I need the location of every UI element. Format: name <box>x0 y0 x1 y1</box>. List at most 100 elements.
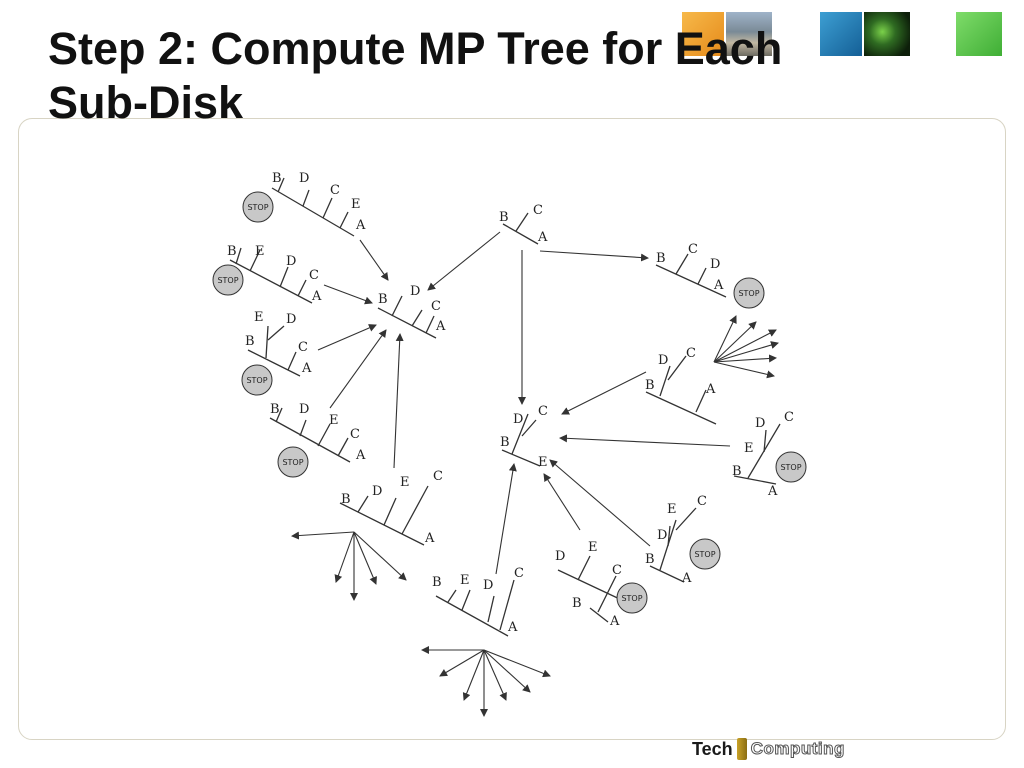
arrow <box>323 284 373 305</box>
footer-logo: Tech Computing <box>692 736 845 762</box>
tree-3-label: A <box>301 361 312 376</box>
arrow <box>427 231 501 291</box>
arrow <box>713 354 777 363</box>
tree-2-label: D <box>286 254 296 269</box>
tree-1-label: B <box>272 171 282 186</box>
arrow <box>539 250 649 262</box>
arrow <box>713 341 779 363</box>
tree-12-label: D <box>657 528 667 543</box>
tree-6-label: B <box>499 210 509 225</box>
tree-7 <box>655 253 727 298</box>
tree-9-label: B <box>500 435 510 450</box>
tree-7-label: B <box>656 251 666 266</box>
arrow <box>462 649 485 701</box>
tree-8 <box>339 485 429 546</box>
arrow <box>329 329 387 409</box>
tree-4-label: A <box>355 448 366 463</box>
tree-12-label: C <box>697 494 707 509</box>
tree-10-label: A <box>705 382 716 397</box>
tree-12-label: A <box>681 571 692 586</box>
tree-13-label: D <box>555 549 565 564</box>
slide-title-line-1: Step 2: Compute MP Tree for Each <box>48 23 783 74</box>
header-decoration-orange-tile <box>682 12 724 56</box>
connection-arrows <box>317 231 731 575</box>
tree-2-label: B <box>227 244 237 259</box>
arrow <box>483 649 531 693</box>
tree-6-label: A <box>537 230 548 245</box>
tree-9-label: D <box>513 412 523 427</box>
tree-3 <box>247 325 301 377</box>
tree-3-label: B <box>245 334 255 349</box>
tree-3-label: D <box>286 312 296 327</box>
tree-14-label: B <box>432 575 442 590</box>
stop-badge: STOP <box>616 582 648 614</box>
tree-10-label: B <box>645 378 655 393</box>
tree-1-labels: B D C E A <box>272 171 366 233</box>
svg-text:STOP: STOP <box>246 376 267 385</box>
arrow <box>291 531 355 540</box>
fan-arrows-right <box>713 315 779 379</box>
tree-7-label: C <box>688 242 698 257</box>
tree-7-label: D <box>710 257 720 272</box>
tree-11-label: E <box>744 441 754 456</box>
arrow <box>393 333 404 469</box>
header-decoration-photo-tile <box>726 12 772 56</box>
svg-text:STOP: STOP <box>738 289 759 298</box>
tree-11-labels: D C E B A <box>732 410 794 499</box>
tree-2-label: C <box>309 268 319 283</box>
tree-6-label: C <box>533 203 543 218</box>
stop-badge: STOP <box>212 264 244 296</box>
tree-13-label: C <box>612 563 622 578</box>
slide-title-line-2: Sub-Disk <box>48 77 244 128</box>
tree-11-label: A <box>767 484 778 499</box>
tree-12-labels: E C D B A <box>645 494 707 586</box>
tree-7-label: A <box>713 278 724 293</box>
content-frame <box>18 118 1006 740</box>
tree-1-label: A <box>355 218 366 233</box>
tree-4-label: C <box>350 427 360 442</box>
tree-8-label: C <box>433 469 443 484</box>
arrow <box>353 531 407 581</box>
arrow <box>561 371 647 415</box>
tree-4-labels: B D E C A <box>270 402 366 463</box>
tree-10-labels: D C B A <box>645 346 716 397</box>
tree-1-label: E <box>351 197 361 212</box>
arrow <box>543 473 581 531</box>
tree-9 <box>501 413 541 467</box>
svg-text:STOP: STOP <box>217 276 238 285</box>
tree-4-label: B <box>270 402 280 417</box>
svg-text:STOP: STOP <box>247 203 268 212</box>
tree-8-labels: B D E C A <box>341 469 443 546</box>
tree-10-label: D <box>658 353 668 368</box>
tree-5-labels: B D C A <box>378 284 446 334</box>
svg-text:STOP: STOP <box>621 594 642 603</box>
tree-9-labels: D C B E <box>500 404 548 470</box>
tree-13 <box>557 555 627 623</box>
tree-5-label: D <box>410 284 420 299</box>
svg-text:STOP: STOP <box>282 458 303 467</box>
tree-3-label: E <box>254 310 264 325</box>
tree-11-label: C <box>784 410 794 425</box>
header-decoration-blue-tile <box>820 12 862 56</box>
tree-5-label: A <box>435 319 446 334</box>
arrow <box>713 315 737 363</box>
tree-8-label: A <box>424 531 435 546</box>
tree-11 <box>733 423 781 485</box>
tree-13-labels: D E C B A <box>555 540 622 629</box>
tree-14-label: D <box>483 578 493 593</box>
tree-7-labels: B C D A <box>656 242 724 293</box>
footer-logo-bar-icon <box>736 738 747 760</box>
tree-6-labels: B C A <box>499 203 548 245</box>
fan-arrows-bottom <box>421 646 551 717</box>
tree-3-labels: E D B C A <box>245 310 312 376</box>
tree-5-label: C <box>431 299 441 314</box>
tree-14-label: E <box>460 573 470 588</box>
stop-badge: STOP <box>277 446 309 478</box>
tree-2 <box>229 247 313 304</box>
tree-14 <box>435 579 515 637</box>
tree-11-label: B <box>732 464 742 479</box>
tree-14-label: A <box>507 620 518 635</box>
tree-13-label: B <box>572 596 582 611</box>
svg-text:STOP: STOP <box>780 463 801 472</box>
tree-6 <box>502 212 539 245</box>
